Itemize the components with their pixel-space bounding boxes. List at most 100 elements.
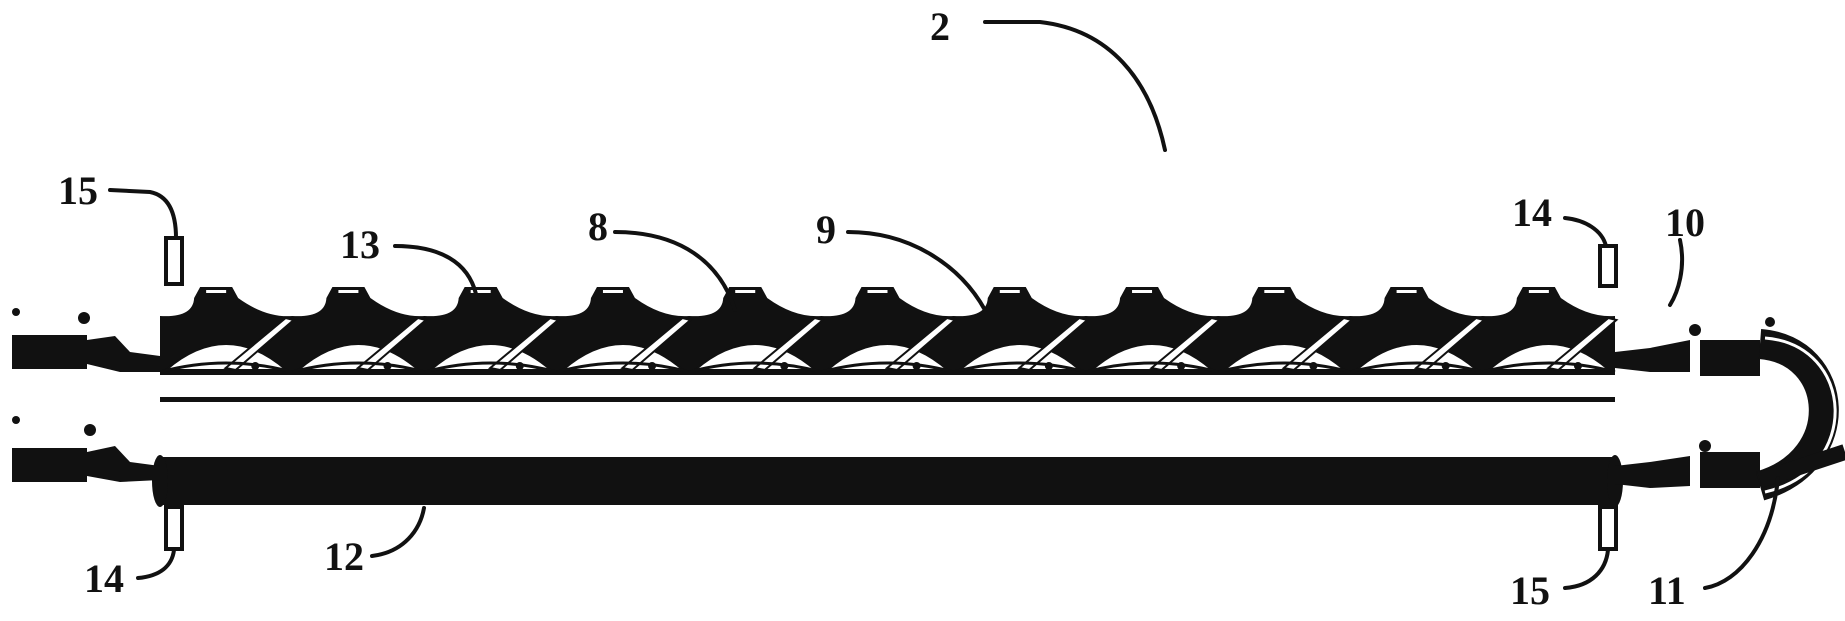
label-2: 2 (930, 4, 950, 49)
cap-highlight (867, 290, 888, 293)
label-13: 13 (340, 222, 380, 267)
cap-highlight (1132, 290, 1153, 293)
label-14-bottom: 14 (84, 556, 124, 601)
leader-12 (370, 506, 426, 558)
right-speck (1765, 317, 1775, 327)
u-bend-highlight (1764, 336, 1837, 494)
left-speck (84, 424, 96, 436)
label-14-top: 14 (1512, 190, 1552, 235)
right-upper-flange (1615, 340, 1690, 372)
rail-joint (251, 362, 260, 370)
left-lower-stub (12, 448, 87, 482)
cap-highlight (206, 290, 227, 293)
leader-13 (393, 244, 478, 296)
rail-scallop (688, 361, 822, 374)
right-lower-stub (1700, 452, 1760, 488)
rail-scallop (953, 361, 1087, 374)
rail-joint (1309, 362, 1318, 370)
right-end-fittings (1615, 317, 1845, 501)
right-upper-stub (1700, 340, 1760, 376)
label-15-bottom: 15 (1510, 568, 1550, 613)
reference-numerals: 2 15 13 8 9 14 10 14 12 15 11 (58, 4, 1705, 613)
rail-joint (515, 362, 524, 370)
cap-highlight (602, 290, 623, 293)
port-top-left (164, 236, 184, 286)
rail-joint (383, 362, 392, 370)
rail-scallop (1217, 361, 1351, 374)
rail-joint (648, 362, 657, 370)
left-upper-flange (87, 336, 160, 372)
left-speck (12, 416, 20, 424)
left-lower-flange (87, 446, 160, 482)
leader-15-top (108, 188, 178, 240)
right-lower-flange (1615, 456, 1690, 488)
leader-11 (1703, 476, 1780, 590)
lower-tube-assembly (152, 455, 1623, 507)
spiral-stripe (1017, 316, 1090, 372)
rail-scallop (1482, 361, 1616, 374)
right-speck (1689, 324, 1701, 336)
leader-14-bottom (136, 548, 176, 580)
label-11: 11 (1648, 568, 1686, 613)
spiral-stripes (223, 316, 1619, 372)
leader-8 (613, 230, 737, 312)
leader-lines (108, 20, 1780, 590)
rail-joint (780, 362, 789, 370)
port-top-right (1598, 244, 1618, 288)
label-9: 9 (816, 207, 836, 252)
left-speck (12, 308, 20, 316)
spiral-stripe (1546, 316, 1619, 372)
label-15-top: 15 (58, 168, 98, 213)
cap-highlight (1396, 290, 1417, 293)
cap-highlight (999, 290, 1020, 293)
rail-scallop (820, 361, 955, 374)
rail-joint (912, 362, 921, 370)
rail-joint (1177, 362, 1186, 370)
port-bottom-left (164, 505, 184, 551)
label-10: 10 (1665, 200, 1705, 245)
leader-9 (846, 230, 987, 312)
spiral-stripe (487, 316, 561, 372)
spiral-stripe (1149, 316, 1222, 372)
rail-scallop (159, 361, 293, 374)
rail-joint (1573, 362, 1582, 370)
leader-15-bottom (1563, 548, 1610, 590)
cap-highlight (735, 290, 756, 293)
ports (164, 236, 1618, 551)
lower-tube-body (160, 457, 1615, 505)
cap-highlight (338, 290, 359, 293)
left-end-fittings (12, 308, 160, 482)
label-8: 8 (588, 204, 608, 249)
spiral-stripe (884, 316, 958, 372)
rail-scallop (556, 361, 690, 374)
spiral-stripe (752, 316, 825, 372)
rail-joint (1044, 362, 1053, 370)
spiral-stripe (1413, 316, 1487, 372)
upper-tube-inner-line (160, 372, 1615, 375)
rail-scallop (1350, 361, 1484, 374)
left-upper-stub (12, 335, 87, 369)
leader-10 (1668, 238, 1685, 307)
rail-scallop (424, 361, 558, 374)
spiral-stripe (620, 316, 693, 372)
scalloped-rail (159, 361, 1616, 374)
top-caps (194, 287, 1561, 298)
upper-tube-assembly (159, 287, 1619, 402)
spiral-stripe (223, 316, 296, 372)
cap-highlight (1264, 290, 1285, 293)
cap-highlight (1528, 290, 1549, 293)
port-bottom-right (1598, 505, 1618, 551)
leader-2 (983, 20, 1167, 152)
rail-scallop (291, 361, 425, 374)
rail-scallop (1085, 361, 1219, 374)
spiral-stripe (1281, 316, 1354, 372)
rail-joint (1441, 362, 1450, 370)
leader-14-top (1563, 216, 1608, 248)
u-bend-tail (1757, 444, 1845, 488)
upper-tube-base-line (160, 397, 1615, 402)
right-speck (1699, 440, 1711, 452)
lower-tube-left-end (152, 455, 168, 507)
left-speck (78, 312, 90, 324)
cap-highlight (470, 290, 491, 293)
